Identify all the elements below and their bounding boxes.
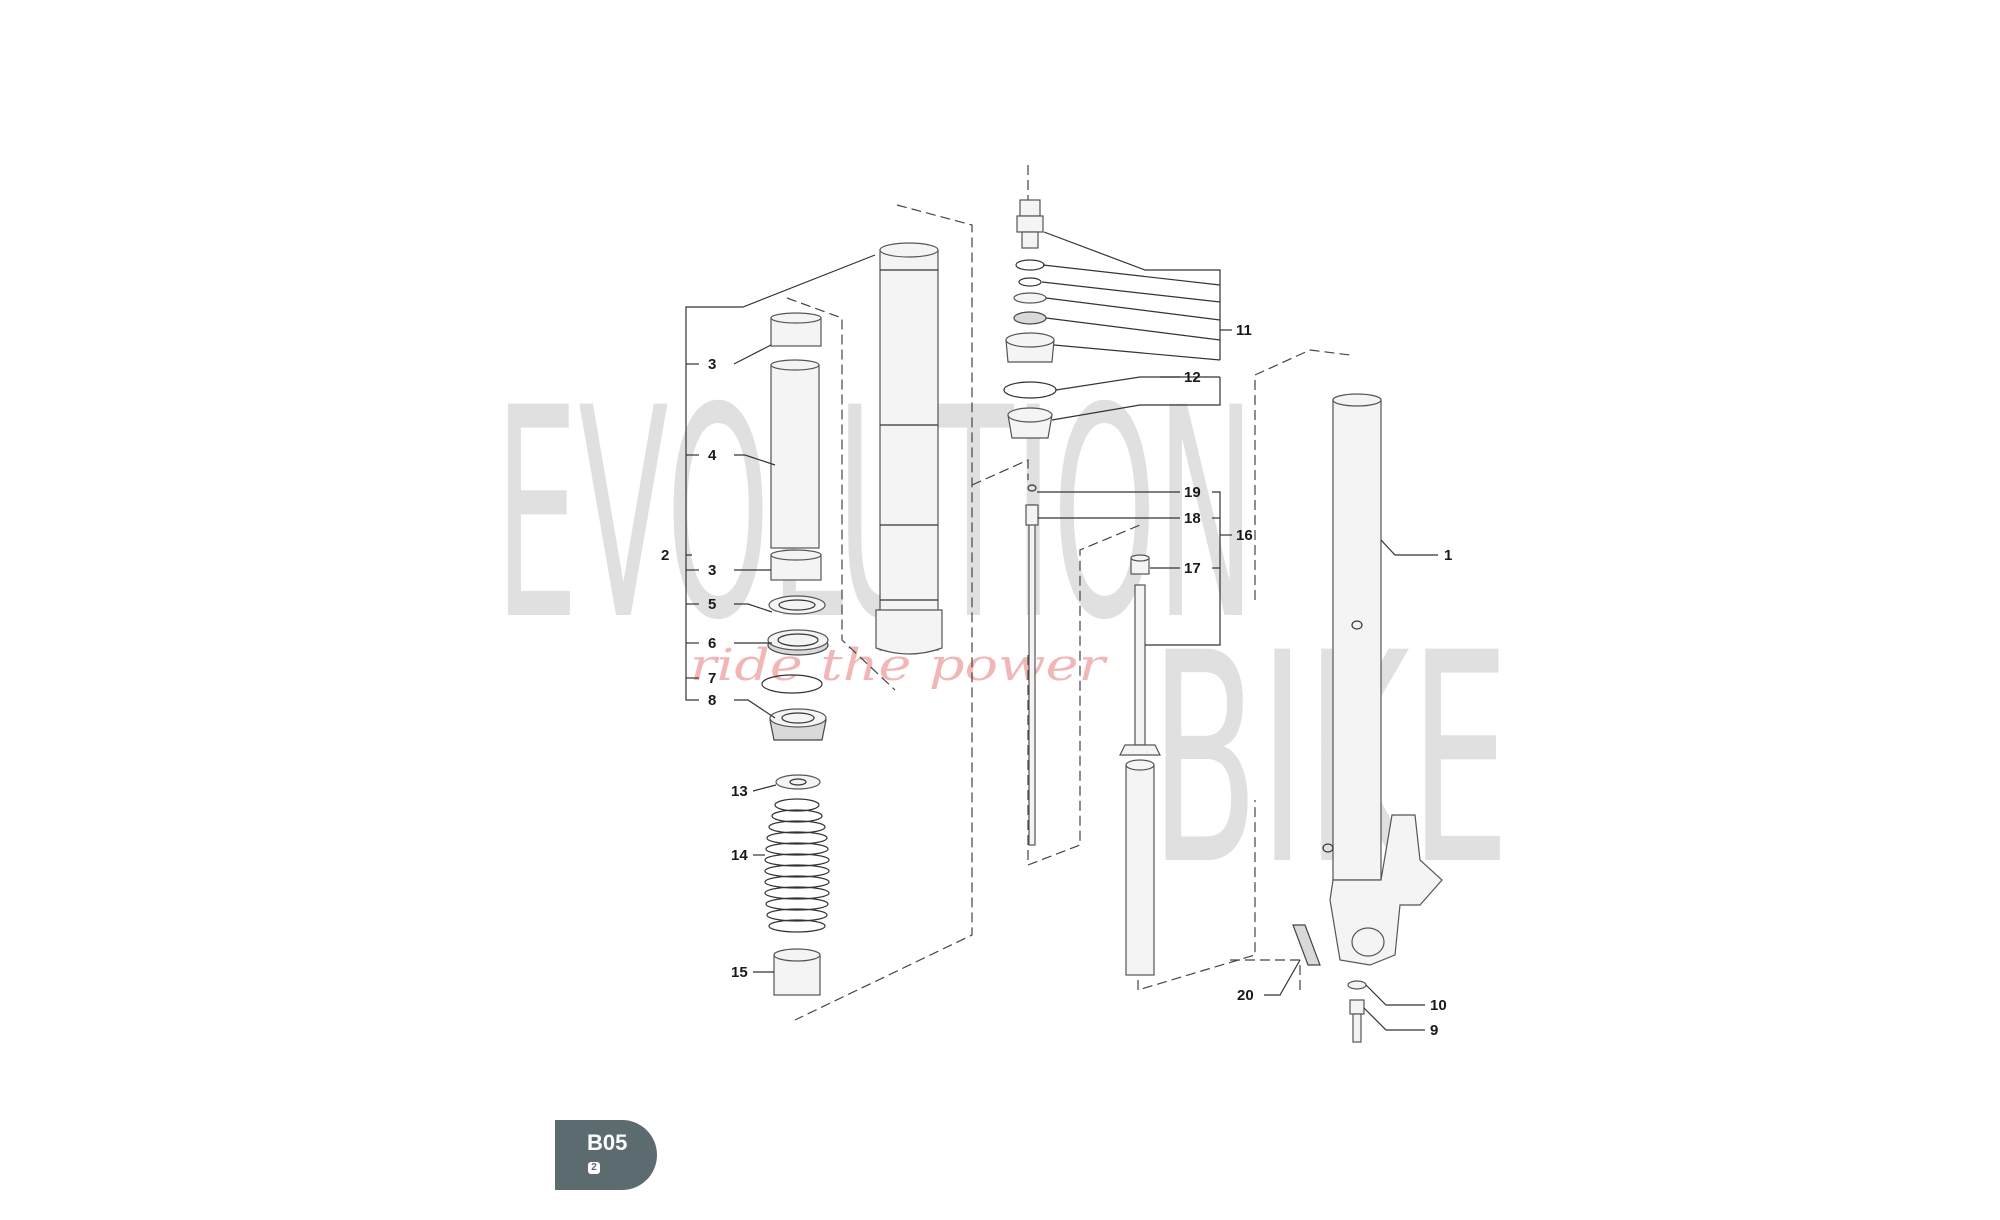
part-3-bushing-bottom bbox=[770, 549, 822, 581]
part-12-oring-guide bbox=[1003, 381, 1057, 439]
callout-4: 4 bbox=[708, 447, 717, 464]
section-code: B05 bbox=[587, 1130, 628, 1155]
part-15-spacer bbox=[773, 948, 821, 996]
leader-lines bbox=[685, 231, 1438, 1031]
part-11-cap-assembly bbox=[1005, 199, 1055, 363]
callout-5: 5 bbox=[708, 596, 716, 613]
part-3-bushing-top bbox=[770, 312, 822, 347]
part-13-washer bbox=[775, 774, 821, 790]
callout-7: 7 bbox=[708, 670, 716, 687]
part-1-fork-leg bbox=[1322, 393, 1443, 966]
callout-8: 8 bbox=[708, 692, 716, 709]
callout-3-top: 3 bbox=[708, 356, 716, 373]
callout-3-bottom: 3 bbox=[708, 562, 716, 579]
part-2-outer-tube bbox=[875, 242, 943, 655]
part-10-washer bbox=[1347, 980, 1367, 990]
callout-9: 9 bbox=[1430, 1022, 1438, 1039]
callout-19: 19 bbox=[1184, 484, 1201, 501]
callout-17: 17 bbox=[1184, 560, 1201, 577]
watermark-brand-top: EVOLUTION bbox=[495, 347, 1255, 684]
callout-18: 18 bbox=[1184, 510, 1201, 527]
watermark-brand-bottom: BIKE bbox=[1150, 592, 1510, 929]
part-16-damper-assembly bbox=[1025, 484, 1161, 976]
callout-labels: 1 2 3 4 3 5 6 7 8 13 14 15 11 12 19 18 1… bbox=[661, 322, 1452, 1039]
callout-11: 11 bbox=[1236, 322, 1252, 339]
callout-20: 20 bbox=[1237, 987, 1254, 1004]
parts-left-column bbox=[761, 312, 830, 996]
callout-6: 6 bbox=[708, 635, 716, 652]
assembly-dashed-lines bbox=[786, 165, 1351, 1021]
callout-15: 15 bbox=[731, 964, 748, 981]
callout-14: 14 bbox=[731, 847, 748, 864]
section-badge: B05 2 bbox=[555, 1120, 657, 1190]
part-14-spring bbox=[764, 798, 830, 933]
callout-10: 10 bbox=[1430, 997, 1447, 1014]
section-sub-badge: 2 bbox=[588, 1162, 600, 1174]
part-8-dust-seal bbox=[769, 708, 827, 741]
watermark: EVOLUTION BIKE ride the power bbox=[495, 347, 1510, 929]
callout-12: 12 bbox=[1184, 369, 1201, 386]
callout-1: 1 bbox=[1444, 547, 1452, 564]
part-9-bolt bbox=[1349, 999, 1365, 1043]
part-6-seal bbox=[767, 629, 829, 656]
part-19-oring bbox=[1027, 484, 1037, 492]
callout-16: 16 bbox=[1236, 527, 1253, 544]
part-5-washer bbox=[768, 595, 826, 615]
part-20-reflector bbox=[1292, 924, 1321, 966]
part-18-rod bbox=[1028, 504, 1036, 846]
callout-2: 2 bbox=[661, 547, 669, 564]
callout-13: 13 bbox=[731, 783, 748, 800]
part-7-circlip bbox=[761, 674, 823, 694]
part-4-tube bbox=[770, 359, 820, 549]
